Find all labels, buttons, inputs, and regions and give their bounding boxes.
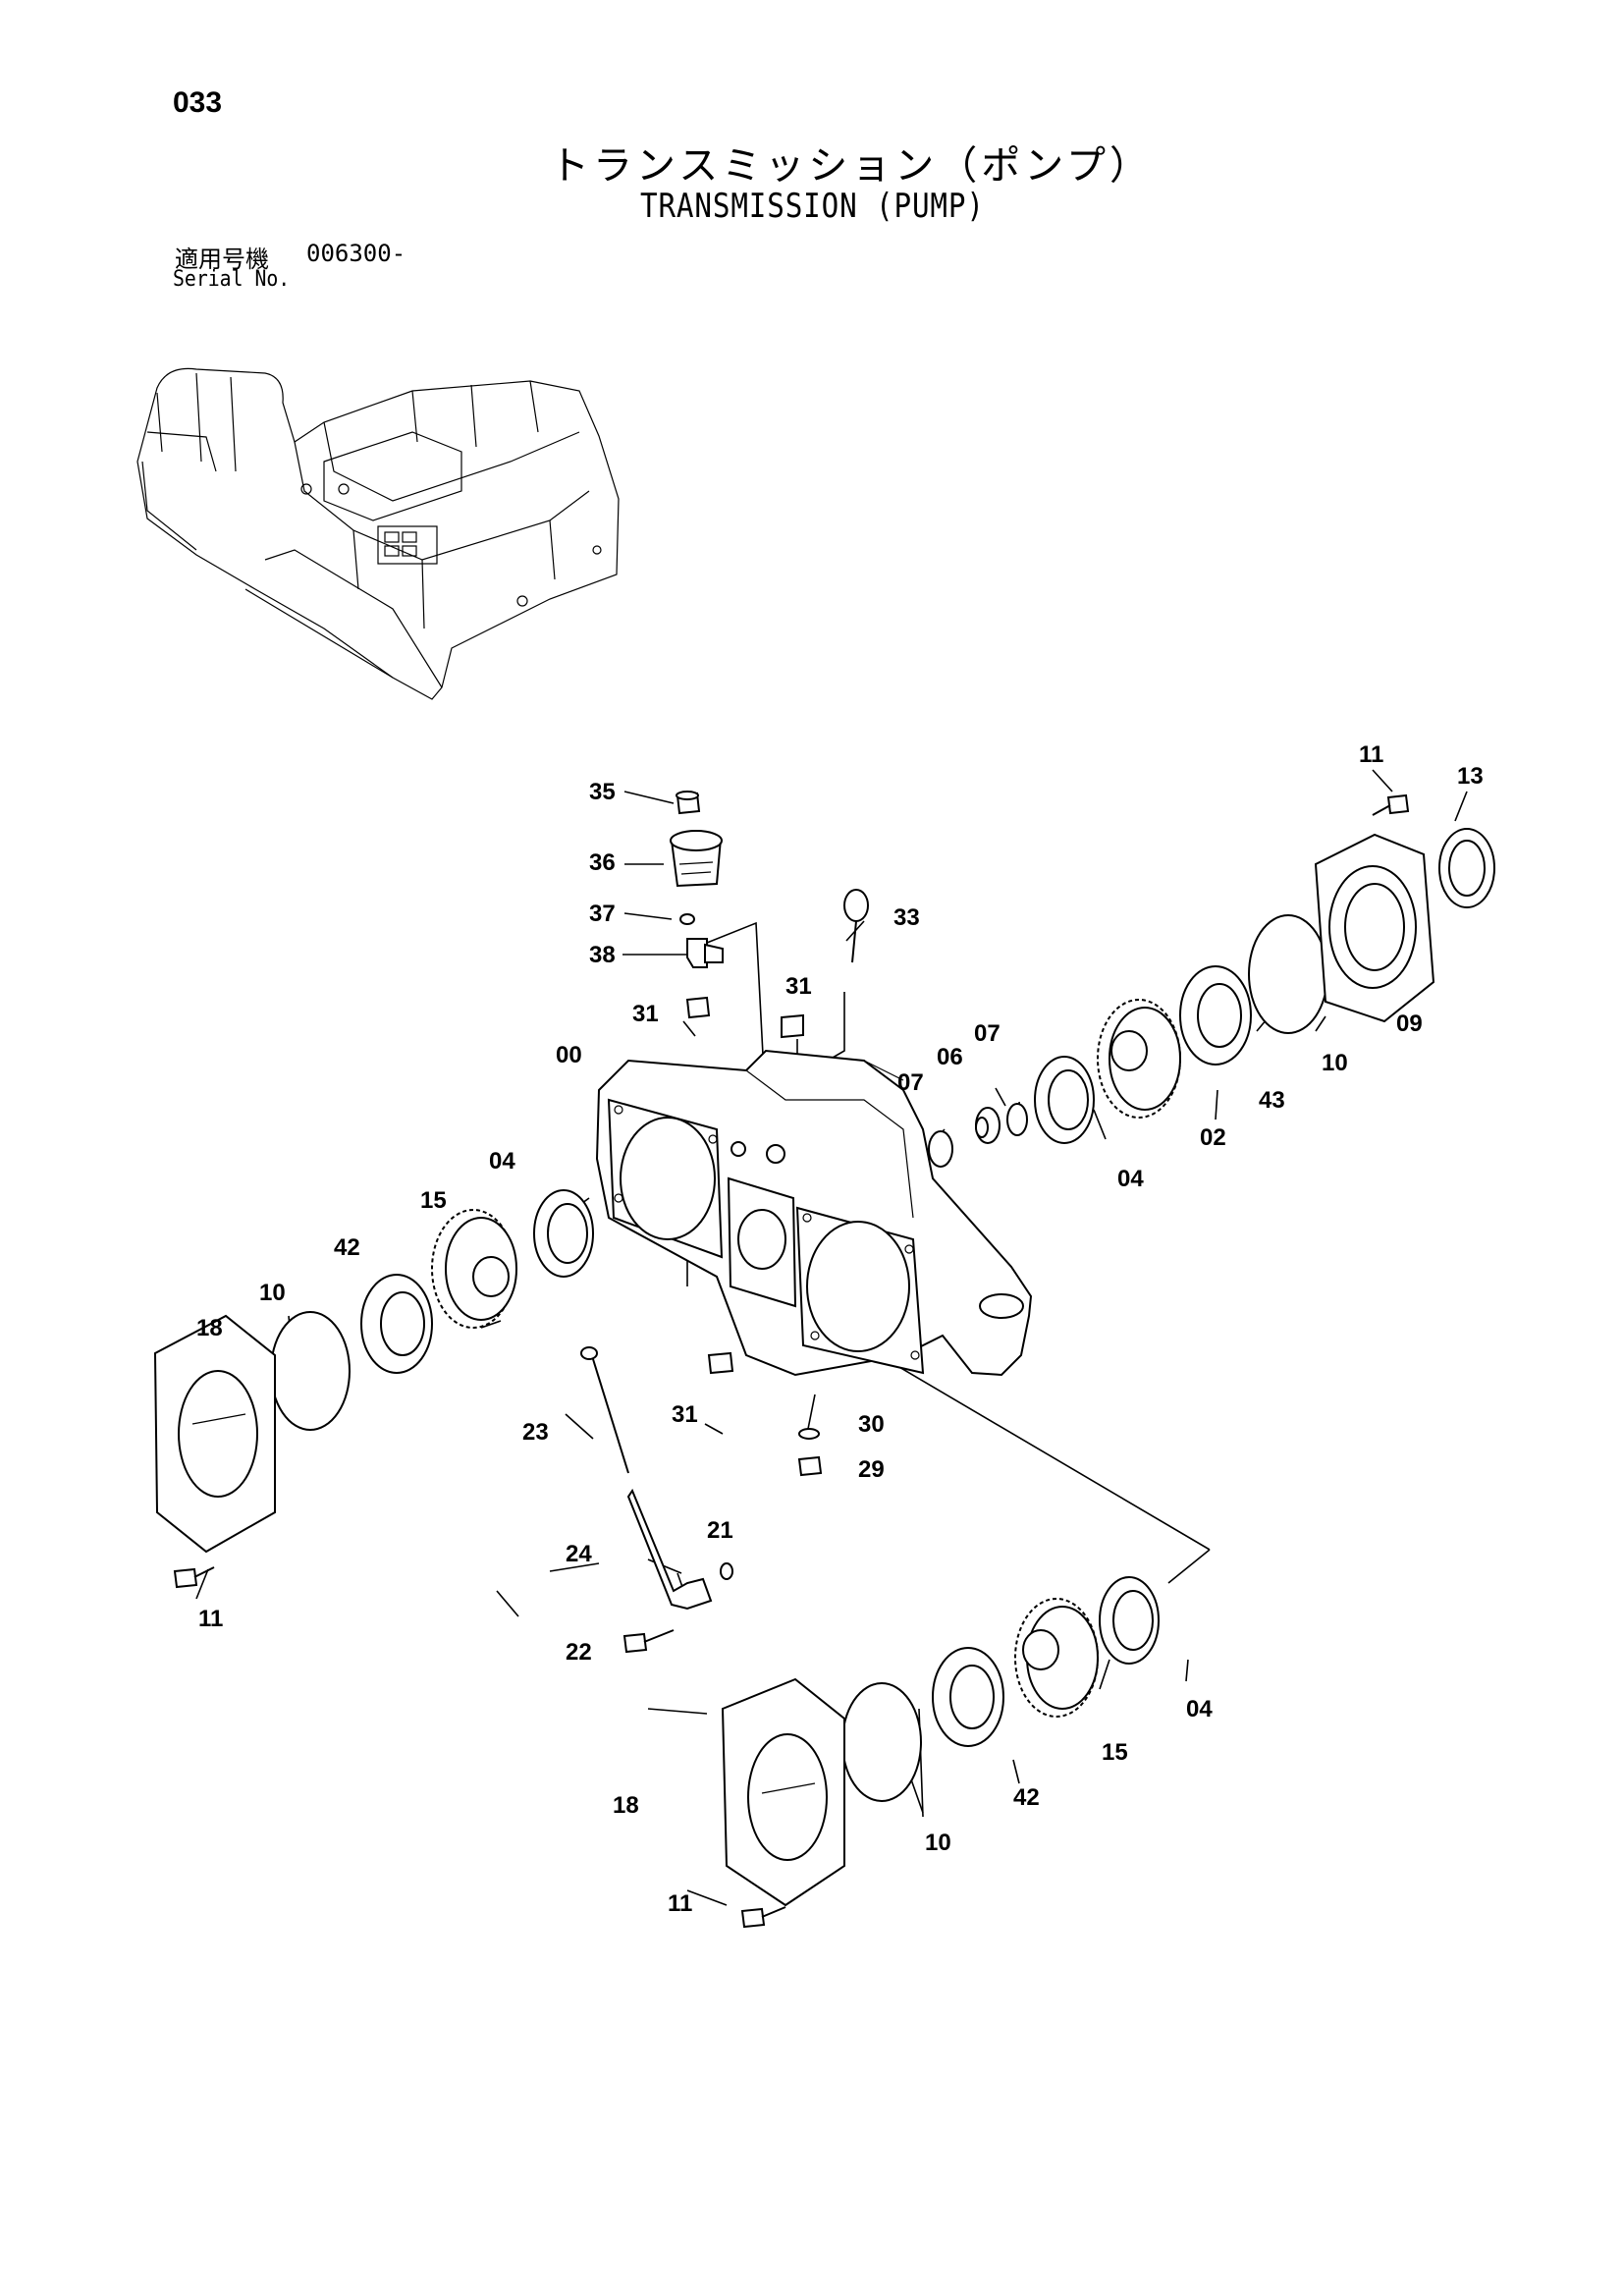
- callout-06: 06: [937, 1044, 963, 1070]
- callout-07-left: 07: [897, 1069, 924, 1096]
- callout-15-lower: 15: [1102, 1739, 1128, 1766]
- o-ring-lower: [841, 1682, 922, 1802]
- drain-plug-31: [707, 1351, 734, 1375]
- cover-lower: [721, 1677, 845, 1907]
- serial-value: 006300-: [306, 240, 406, 267]
- callout-labels: 35 36 37 38 33 31 31 00 04 15 42 10 18 1…: [196, 741, 1484, 1917]
- callout-10-left: 10: [259, 1280, 286, 1306]
- bearing-upper: [1179, 965, 1252, 1066]
- eye-bolt: [843, 889, 869, 963]
- callout-07-right: 07: [974, 1020, 1001, 1047]
- machine-location-thumbnail: [136, 367, 620, 700]
- bolt-upper: [1372, 793, 1410, 816]
- breather-filter: [670, 830, 723, 888]
- callout-15-left: 15: [420, 1187, 447, 1214]
- callout-42-left: 42: [334, 1234, 360, 1261]
- callout-22: 22: [566, 1639, 592, 1666]
- callout-35: 35: [589, 779, 616, 805]
- callout-29: 29: [858, 1456, 885, 1483]
- callout-31-top: 31: [785, 973, 812, 1000]
- page-number: 033: [173, 86, 223, 119]
- callout-18-upper: 18: [196, 1315, 223, 1341]
- callout-10-lower: 10: [925, 1830, 951, 1856]
- callout-38: 38: [589, 942, 616, 968]
- callout-04-upper: 04: [1117, 1166, 1144, 1192]
- bolt-guide: [622, 1629, 675, 1654]
- callout-11-lower: 11: [668, 1890, 692, 1917]
- elbow-fitting: [686, 938, 724, 968]
- cover-upper: [1314, 833, 1435, 1023]
- callout-33: 33: [893, 904, 920, 931]
- callout-31-bottom: 31: [672, 1401, 698, 1428]
- callout-09: 09: [1396, 1011, 1423, 1037]
- o-ring-left: [270, 1311, 351, 1431]
- callout-11-left: 11: [198, 1606, 223, 1632]
- callout-42-lower: 42: [1013, 1784, 1040, 1811]
- callout-31-left: 31: [632, 1001, 659, 1027]
- transmission-housing: [595, 1049, 1033, 1377]
- dipstick: [580, 1346, 629, 1474]
- oil-seal-left: [533, 1189, 594, 1278]
- o-ring: [679, 913, 695, 925]
- oil-seal-right: [1034, 1056, 1095, 1144]
- o-ring-upper: [1248, 914, 1328, 1034]
- callout-00: 00: [556, 1042, 582, 1068]
- o-ring-guide: [720, 1562, 733, 1580]
- callout-11-upper: 11: [1359, 741, 1383, 768]
- callout-21: 21: [707, 1517, 733, 1544]
- dipstick-guide: [626, 1488, 713, 1611]
- callout-24: 24: [566, 1541, 592, 1567]
- bolt-lower: [740, 1906, 786, 1929]
- callout-43: 43: [1259, 1087, 1285, 1114]
- gear-lower: [1014, 1598, 1099, 1718]
- breather-cap: [676, 791, 701, 815]
- callout-10-upper: 10: [1322, 1050, 1348, 1076]
- callout-13: 13: [1457, 763, 1484, 790]
- callout-30: 30: [858, 1411, 885, 1438]
- drain-plug-29: [797, 1455, 823, 1477]
- bearing-lower: [932, 1647, 1004, 1747]
- cover-left: [153, 1314, 276, 1554]
- spacer-collar: [975, 1107, 1001, 1144]
- serial-label-english: Serial No.: [173, 267, 291, 292]
- snap-ring-a: [928, 1130, 953, 1168]
- callout-36: 36: [589, 849, 616, 876]
- title-english: TRANSMISSION (PUMP): [640, 187, 985, 226]
- o-ring-30: [798, 1428, 820, 1440]
- bearing-left: [360, 1274, 433, 1374]
- gear-upper: [1097, 999, 1181, 1119]
- callout-04-left: 04: [489, 1148, 515, 1175]
- title-japanese: トランスミッション（ポンプ）: [550, 143, 1153, 189]
- plug-top: [685, 996, 804, 1039]
- callout-23: 23: [522, 1419, 549, 1446]
- serial-label-japanese: 適用号機: [175, 246, 269, 273]
- oil-seal-lower: [1099, 1576, 1160, 1665]
- gear-left: [431, 1209, 517, 1329]
- callout-02: 02: [1200, 1124, 1226, 1151]
- snap-ring-b: [1006, 1103, 1028, 1136]
- callout-18-lower: 18: [613, 1792, 639, 1819]
- callout-04-lower: 04: [1186, 1696, 1213, 1722]
- callout-37: 37: [589, 901, 616, 927]
- bolt-left: [173, 1566, 215, 1589]
- seal-ring-upper: [1438, 828, 1495, 908]
